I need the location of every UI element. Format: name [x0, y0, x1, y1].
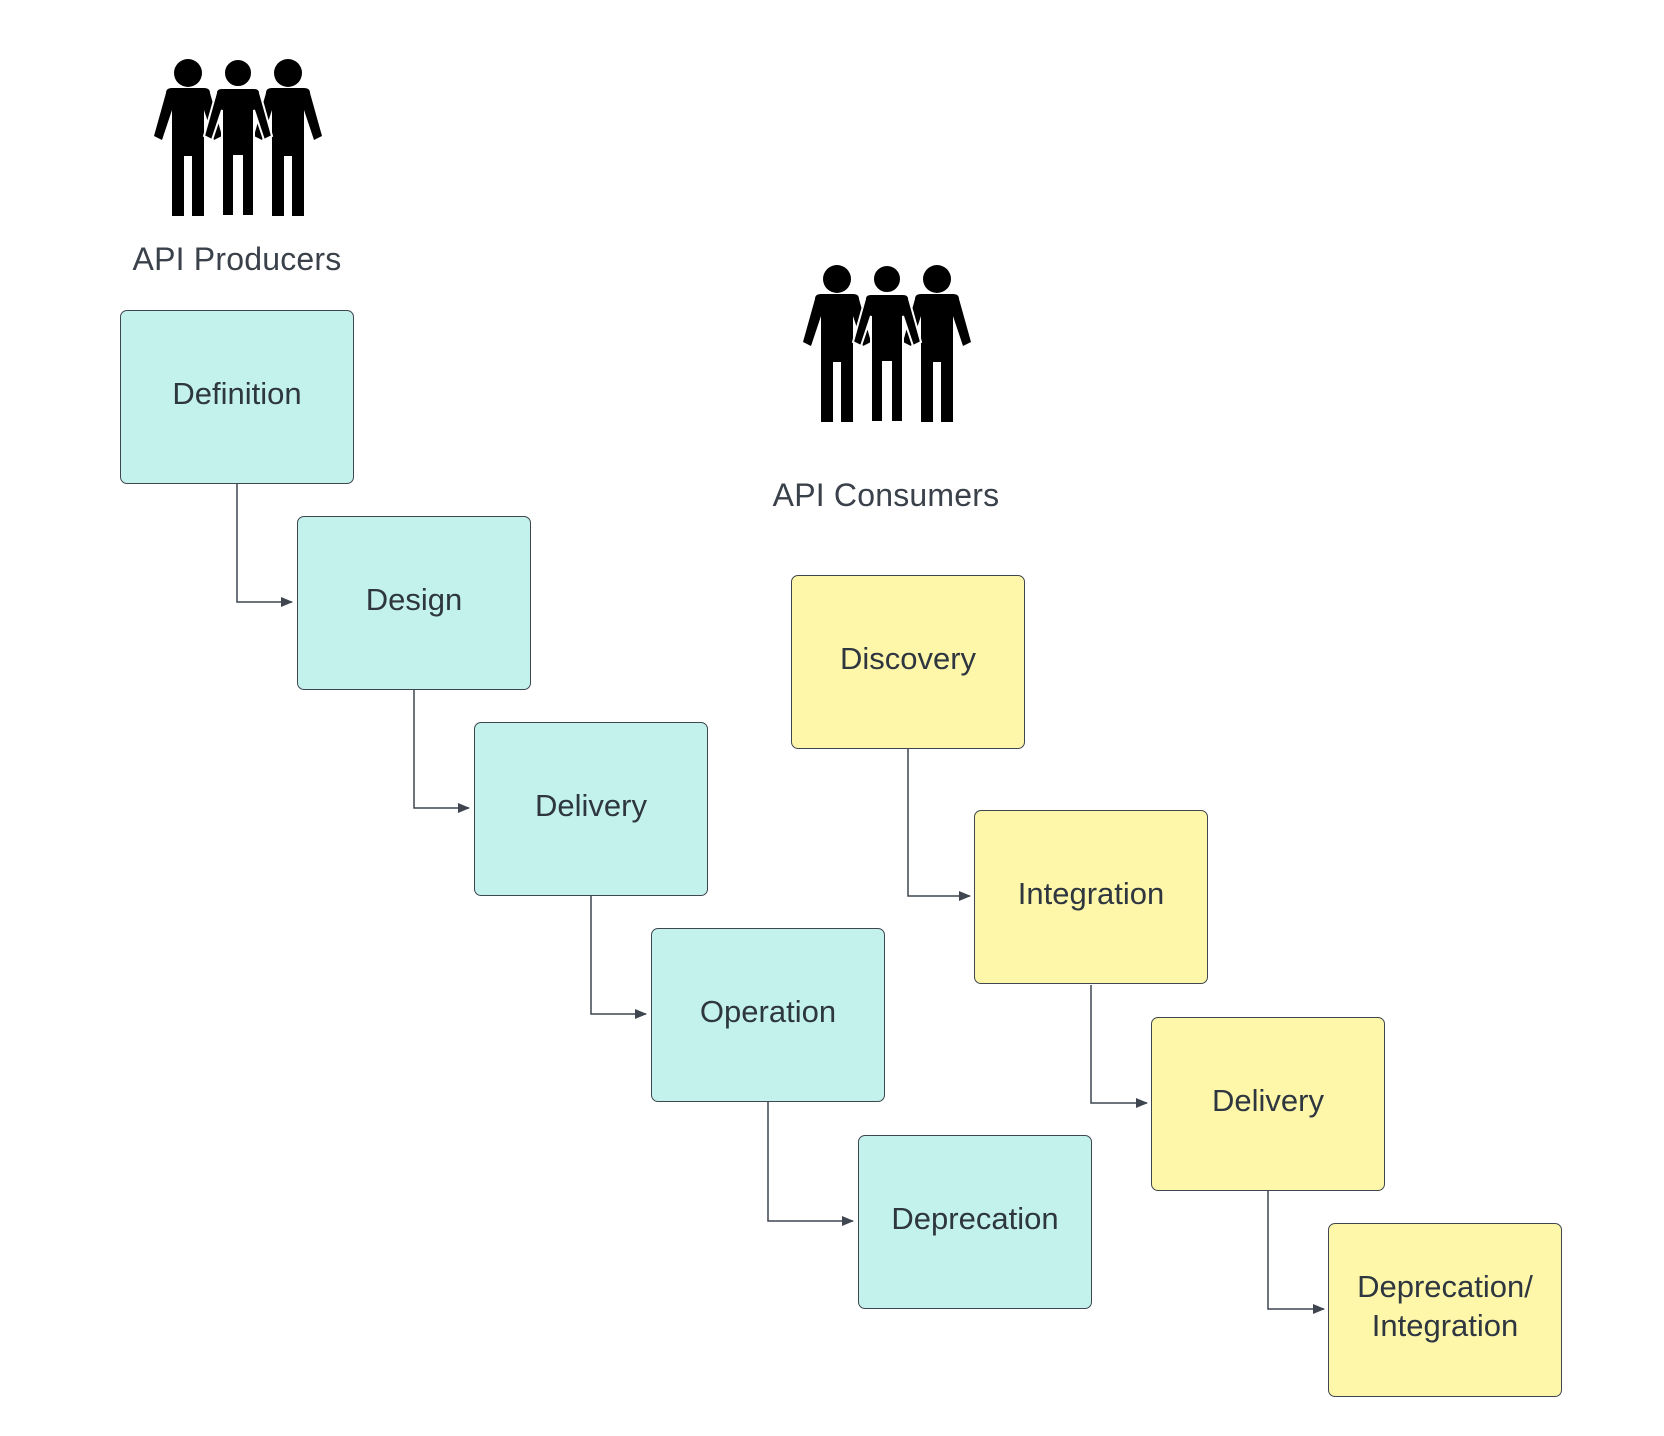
- arrow-integration-to-delivery: [1090, 985, 1148, 1108]
- consumer-step-integration[interactable]: Integration: [974, 810, 1208, 984]
- step-label: Definition: [172, 375, 302, 411]
- consumer-step-delivery[interactable]: Delivery: [1151, 1017, 1385, 1191]
- step-label: Discovery: [839, 640, 977, 676]
- consumer-step-discovery[interactable]: Discovery: [791, 575, 1025, 749]
- arrow-delivery-to-deprecation-integration: [1267, 1191, 1325, 1314]
- step-label: Deprecation/ Integration: [1357, 1269, 1533, 1343]
- group-of-people-icon: [154, 58, 322, 216]
- step-label: Design: [365, 581, 463, 617]
- group-of-people-icon: [803, 264, 971, 422]
- step-label: Delivery: [535, 787, 647, 823]
- producer-step-delivery[interactable]: Delivery: [474, 722, 708, 896]
- arrow-definition-to-design: [236, 484, 293, 607]
- arrow-delivery-to-operation: [590, 896, 647, 1019]
- arrow-discovery-to-integration: [907, 749, 971, 901]
- consumer-step-deprecation-integration[interactable]: Deprecation/ Integration: [1328, 1223, 1562, 1397]
- producer-step-definition[interactable]: Definition: [120, 310, 354, 484]
- arrow-design-to-delivery: [413, 689, 470, 813]
- step-label: Deprecation: [891, 1200, 1059, 1236]
- step-label: Delivery: [1212, 1082, 1324, 1118]
- step-label: Integration: [1017, 875, 1165, 911]
- arrow-operation-to-deprecation: [767, 1102, 854, 1226]
- step-label: Operation: [699, 993, 837, 1029]
- producer-step-operation[interactable]: Operation: [651, 928, 885, 1102]
- producers-label: API Producers: [132, 241, 342, 277]
- producer-step-deprecation[interactable]: Deprecation: [858, 1135, 1092, 1309]
- producer-step-design[interactable]: Design: [297, 516, 531, 690]
- consumers-label: API Consumers: [772, 477, 1000, 513]
